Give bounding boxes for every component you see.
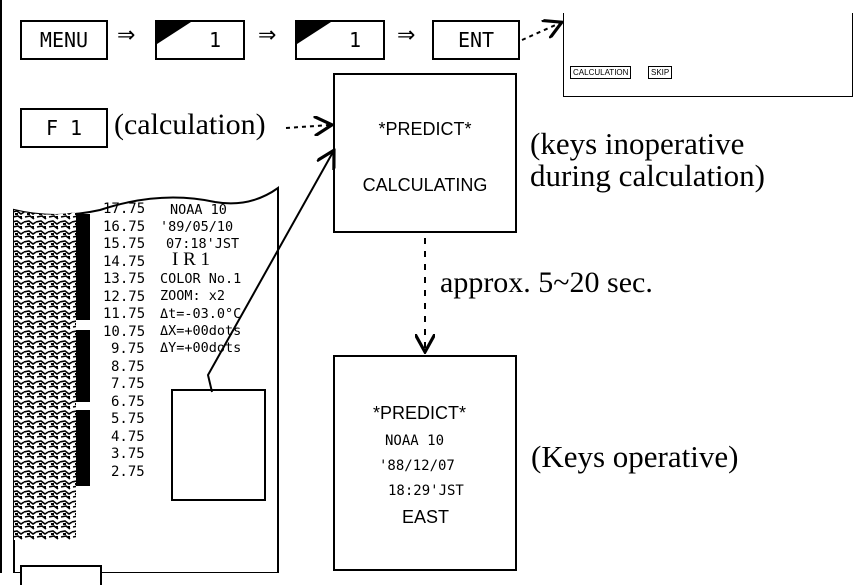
scale-tick: 4.75 bbox=[111, 428, 145, 445]
info-line: Δt=-03.0°C bbox=[160, 306, 242, 322]
scale-tick: 9.75 bbox=[111, 341, 145, 357]
arrow-right-icon: ⇒ bbox=[258, 23, 277, 48]
lcd-display: CALCULATION SKIP bbox=[563, 13, 853, 97]
satellite-screen: 17.75 16.75 15.75 14.75 13.75 12.75 11.7… bbox=[0, 180, 290, 573]
scale-tick: 13.75 bbox=[103, 271, 146, 287]
calc-to-predict-arrow bbox=[285, 125, 330, 128]
calculation-label: (calculation) bbox=[114, 108, 266, 141]
scale-tick: 7.75 bbox=[111, 376, 145, 392]
arrow-right-icon: ⇒ bbox=[397, 23, 416, 48]
result-satellite: NOAA 10 bbox=[385, 433, 445, 449]
predict-title: *PREDICT* bbox=[378, 119, 472, 139]
keys-operative-note: (Keys operative) bbox=[531, 439, 739, 474]
scale-tick: 17.75 bbox=[103, 201, 146, 217]
keys-inoperative-note: (keys inoperative during calculation) bbox=[530, 126, 765, 193]
info-line: '89/05/10 bbox=[160, 219, 234, 235]
scale-tick: 15.75 bbox=[103, 236, 146, 252]
menu-key[interactable]: MENU bbox=[20, 20, 108, 60]
ent-to-lcd-arrow bbox=[521, 23, 560, 41]
info-line: ΔX=+00dots bbox=[160, 323, 242, 339]
scale-tick: 11.75 bbox=[103, 306, 146, 322]
scale-tick: 12.75 bbox=[103, 288, 146, 305]
partial-key[interactable] bbox=[20, 565, 102, 585]
scale-tick: 14.75 bbox=[103, 253, 146, 270]
scale-tick: 16.75 bbox=[103, 218, 146, 235]
arrow-right-icon: ⇒ bbox=[117, 23, 136, 48]
calculating-status: CALCULATING bbox=[362, 175, 488, 195]
info-line: ΔY=+00dots bbox=[160, 340, 242, 356]
result-date: '88/12/07 bbox=[379, 458, 455, 474]
calculation-tag: CALCULATION bbox=[570, 66, 632, 79]
scale-tick: 8.75 bbox=[111, 358, 145, 375]
predict-calculating-box: *PREDICT* CALCULATING bbox=[333, 73, 517, 233]
result-direction: EAST bbox=[402, 507, 450, 527]
number-key-1[interactable]: 1 bbox=[155, 20, 245, 60]
scale-tick: 5.75 bbox=[111, 411, 145, 427]
skip-tag: SKIP bbox=[648, 66, 673, 79]
scale-tick: 2.75 bbox=[111, 463, 145, 480]
predict-result-box: *PREDICT* NOAA 10 '88/12/07 18:29'JST EA… bbox=[333, 355, 517, 571]
scale-tick: 10.75 bbox=[103, 323, 146, 340]
scale-tick: 6.75 bbox=[111, 393, 145, 410]
result-time: 18:29'JST bbox=[388, 483, 464, 499]
scale-tick: 3.75 bbox=[111, 446, 145, 462]
ent-key[interactable]: ENT bbox=[432, 20, 520, 60]
f1-key[interactable]: F 1 bbox=[20, 108, 108, 148]
info-line: I R 1 bbox=[172, 249, 210, 270]
result-title: *PREDICT* bbox=[373, 403, 467, 423]
number-key-1-second[interactable]: 1 bbox=[295, 20, 385, 60]
info-line: ZOOM: x2 bbox=[160, 288, 226, 304]
approx-time-label: approx. 5~20 sec. bbox=[440, 266, 653, 299]
info-line: NOAA 10 bbox=[170, 202, 227, 218]
info-line: COLOR No.1 bbox=[160, 271, 242, 287]
